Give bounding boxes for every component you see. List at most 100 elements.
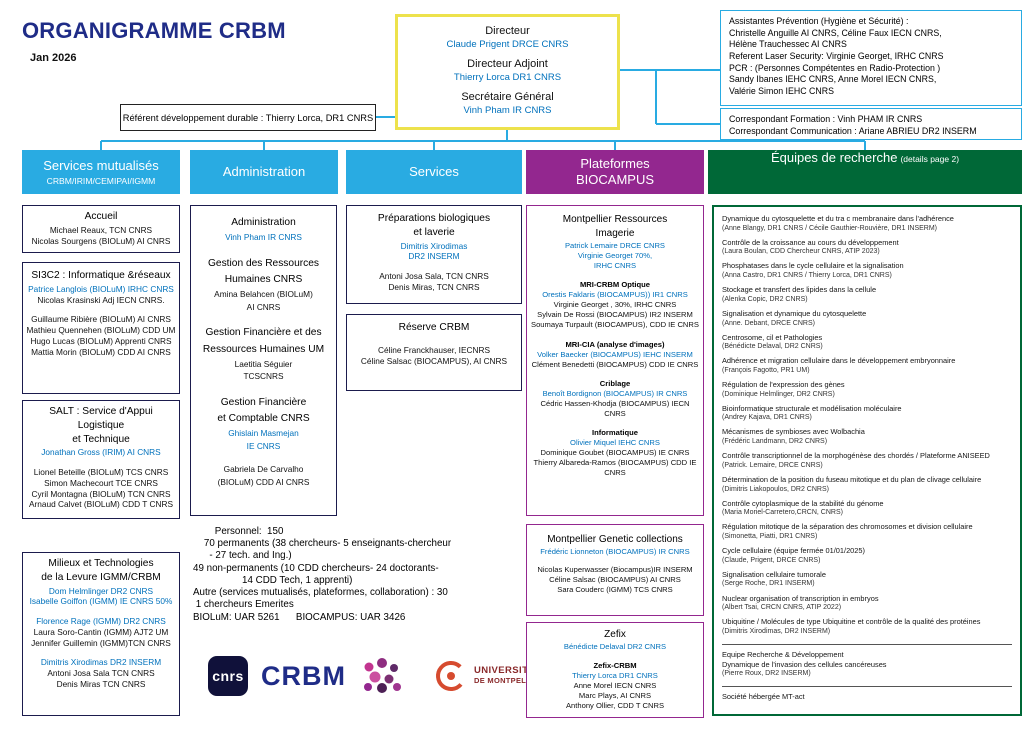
header-services: Services — [346, 150, 522, 194]
org-line: Ghislain Masmejan — [228, 428, 299, 439]
org-line: Patrick Lemaire DRCE CNRS — [564, 241, 665, 251]
team-title: Equipe Recherche & Développement — [722, 649, 844, 659]
date-label: Jan 2026 — [30, 52, 77, 64]
org-line: Soumaya Turpault (BIOCAMPUS), CDD IE CNR… — [531, 320, 699, 330]
org-line: IE CNRS — [246, 440, 281, 451]
personnel-line: 14 CDD Tech, 1 apprenti) — [193, 574, 353, 586]
personnel-line: 70 permanents (38 chercheurs- 5 enseigna… — [193, 538, 452, 550]
research-team: Signalisation cellulaire tumorale (Serge… — [722, 570, 1012, 589]
header-plateformes-line1: Plateformes — [580, 156, 650, 172]
direction-role: Directeur — [485, 25, 530, 37]
prevention-line: Referent Laser Security: Virginie George… — [729, 51, 944, 62]
org-line: Nicolas Sourgens (BIOLuM) AI CNRS — [31, 235, 171, 246]
research-team: Adhérence et migration cellulaire dans l… — [722, 356, 1012, 375]
org-line — [193, 313, 334, 324]
research-teams-list: Dynamique du cytosquelette et du tra c m… — [722, 214, 1012, 702]
team-title: Bioinformatique structurale et modélisat… — [722, 403, 902, 413]
correspondant-line: Correspondant Communication : Ariane ABR… — [729, 126, 977, 137]
page-title: ORGANIGRAMME CRBM — [22, 18, 286, 43]
team-title: Mécanismes de symbioses avec Wolbachia — [722, 427, 865, 437]
crbm-logo-label: CRBM — [261, 660, 346, 691]
org-line: Vinh Pham IR CNRS — [225, 232, 302, 243]
org-line — [529, 419, 701, 427]
team-leader: (Dimitris Liakopoulos, DR2 CNRS) — [722, 485, 829, 493]
org-line: Amina Belahcen (BIOLuM) — [214, 289, 313, 300]
header-equipes-recherche: Équipes de recherche (details page 2) — [708, 150, 1022, 194]
team-title: Régulation mitotique de la séparation de… — [722, 522, 973, 532]
personnel-line: BIOLuM: UAR 5261 BIOCAMPUS: UAR 3426 — [193, 611, 406, 623]
org-line: SI3C2 : Informatique &réseaux — [31, 270, 171, 281]
universite-montpellier-logo: UNIVERSITÉ DE MONTPELLIER — [434, 659, 544, 693]
org-line — [529, 370, 701, 378]
org-line: Laura Soro-Cantin (IGMM) AJT2 UM — [33, 626, 169, 637]
um-label-line1: UNIVERSITÉ — [474, 665, 536, 677]
org-line: Zefix — [604, 629, 626, 640]
org-line: Orestis Faklaris (BIOCAMPUS)) IR1 CNRS — [542, 290, 688, 300]
crbm-molecule-icon — [364, 658, 401, 693]
org-line: Virginie Georget , 30%, IRHC CNRS — [553, 300, 677, 310]
um-label-line2: DE MONTPELLIER — [474, 676, 545, 686]
research-team: Mécanismes de symbioses avec Wolbachia (… — [722, 427, 1012, 446]
org-line: Simon Machecourt TCE CNRS — [44, 477, 158, 488]
team-subtitle: Dynamique de l'invasion des cellules can… — [722, 659, 887, 669]
org-line: DR2 INSERM — [408, 251, 460, 262]
equipes-recherche-box: Dynamique du cytosquelette et du tra c m… — [712, 205, 1022, 716]
org-line: Montpellier Ressources — [562, 214, 668, 225]
org-line: Thierry Lorca DR1 CNRS — [572, 671, 658, 681]
research-team: Bioinformatique structurale et modélisat… — [722, 404, 1012, 423]
org-line: Logistique — [77, 419, 125, 431]
org-line: Jennifer Guillemin (IGMM)TCN CNRS — [31, 637, 171, 648]
team-title: Contrôle transcriptionnel de la morphogé… — [722, 451, 990, 461]
org-line — [25, 607, 177, 616]
direction-entry: Directeur Claude Prigent DRCE CNRS — [398, 24, 617, 51]
org-line: Sara Couderc (IGMM) TCS CNRS — [557, 585, 673, 595]
team-title: Nuclear organisation of transcription in… — [722, 593, 879, 603]
team-leader: (Alenka Copic, DR2 CNRS) — [722, 295, 808, 303]
org-line: Antoni Josa Sala TCN CNRS — [47, 668, 155, 679]
research-team: Société hébergée MT-act — [722, 686, 1012, 702]
org-line: Dimitris Xirodimas — [400, 240, 468, 251]
org-line: Dom Helmlinger DR2 CNRS — [48, 585, 154, 596]
research-team: Contrôle cytoplasmique de la stabilité d… — [722, 499, 1012, 518]
header-administration: Administration — [190, 150, 338, 194]
crbm-logo: CRBM — [261, 661, 346, 692]
org-line: Thierry Albareda-Ramos (BIOCAMPUS) CDD I… — [533, 457, 697, 477]
header-services-mutualises: Services mutualisés CRBM/IRIM/CEMIPAI/IG… — [22, 150, 180, 194]
team-title: Société hébergée MT-act — [722, 692, 805, 702]
direction-entry: Secrétaire Général Vinh Pham IR CNRS — [398, 90, 617, 117]
org-line: Denis Miras, TCN CNRS — [388, 281, 480, 292]
org-line: Hugo Lucas (BIOLuM) Apprenti CNRS — [30, 335, 172, 346]
org-line: SALT : Service d'Appui — [49, 406, 153, 417]
org-line: Anthony Ollier, CDD T CNRS — [565, 701, 665, 711]
header-services-title: Services — [409, 164, 459, 180]
team-leader: (Simonetta, Piatti, DR1 CNRS) — [722, 532, 818, 540]
org-line — [529, 557, 701, 565]
prevention-line: Assistantes Prévention (Hygiène et Sécur… — [729, 16, 909, 26]
team-leader: (Laura Boulan, CDD Chercheur CNRS, ATIP … — [722, 248, 880, 256]
research-team: Signalisation et dynamique du cytosquele… — [722, 309, 1012, 328]
direction-name: Thierry Lorca DR1 CNRS — [453, 72, 562, 84]
prevention-line: Valérie Simon IEHC CNRS — [729, 86, 834, 97]
direction-name: Vinh Pham IR CNRS — [463, 105, 552, 117]
org-line — [193, 383, 334, 394]
org-line: et laverie — [413, 226, 455, 238]
team-leader: (Anna Castro, DR1 CNRS / Thierry Lorca, … — [722, 272, 892, 280]
team-leader: (Andrey Kajava, DR1 CNRS) — [722, 414, 812, 422]
research-team: Centrosome, cil et Pathologies (Bénédict… — [722, 333, 1012, 352]
research-team: Contrôle transcriptionnel de la morphogé… — [722, 451, 1012, 470]
correspondant-line: Correspondant Formation : Vinh PHAM IR C… — [729, 114, 923, 124]
org-line — [529, 271, 701, 279]
org-line: Bénédicte Delaval DR2 CNRS — [563, 642, 667, 652]
org-line — [349, 262, 519, 271]
research-team: Equipe Recherche & Développement Dynamiq… — [722, 643, 1012, 678]
um-ring-icon — [436, 661, 466, 691]
team-leader: (Claude, Prigent, DRCE CNRS) — [722, 556, 821, 564]
research-team: Ubiquitine / Molécules de type Ubiquitin… — [722, 617, 1012, 636]
